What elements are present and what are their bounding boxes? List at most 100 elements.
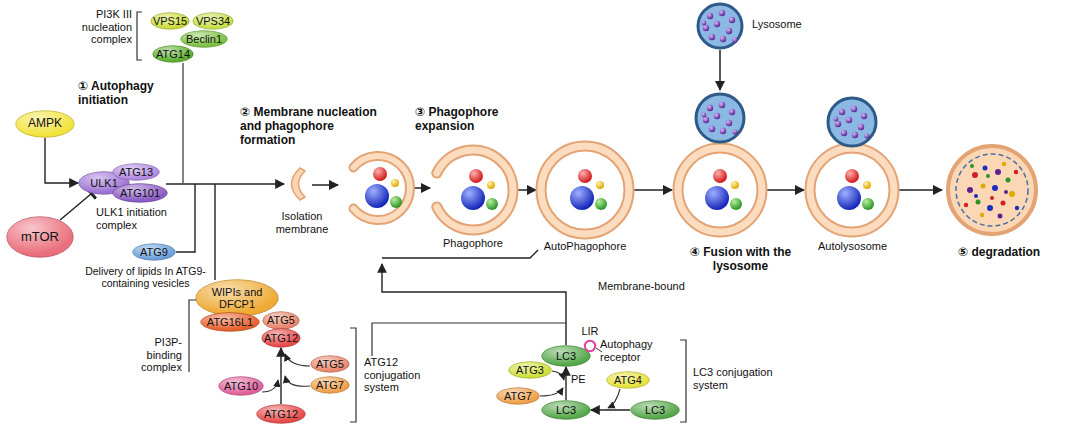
phagophore bbox=[437, 150, 513, 230]
autolysosome bbox=[810, 148, 894, 232]
node-text: LIR bbox=[576, 325, 604, 337]
autophagosome bbox=[570, 169, 607, 210]
degraded-autolysosome bbox=[972, 172, 978, 178]
node-shape bbox=[509, 362, 551, 378]
phagophore bbox=[437, 150, 513, 230]
stage-title: ② Membrane nucleation and phagophore for… bbox=[240, 106, 380, 147]
protein-ellipse: ATG5 bbox=[262, 311, 300, 330]
initiation-main-line bbox=[166, 183, 284, 184]
node-shape bbox=[607, 372, 649, 388]
node-text: ATG5 bbox=[262, 314, 300, 326]
atg12-bracket bbox=[350, 323, 566, 422]
node-text: ATG101 bbox=[112, 187, 168, 199]
protein-ellipse: ATG14 bbox=[152, 45, 194, 63]
fusing-autophagosome bbox=[678, 148, 762, 232]
node-text: VPS15 bbox=[150, 15, 190, 27]
node-text: ATG7 bbox=[310, 379, 350, 391]
node-text: ATG14 bbox=[152, 48, 194, 60]
degraded-autolysosome bbox=[981, 184, 986, 189]
protein-ellipse: ATG7 bbox=[496, 387, 540, 405]
lysosome bbox=[698, 4, 742, 48]
degraded-autolysosome bbox=[995, 169, 1001, 175]
protein-ellipse: AMPK bbox=[15, 110, 75, 138]
complex-label: ULK1 initiation complex bbox=[96, 206, 182, 231]
autolysosome bbox=[837, 169, 874, 210]
node-text: ATG5 bbox=[310, 358, 350, 370]
node-shape bbox=[151, 13, 189, 29]
node-highlight bbox=[607, 372, 649, 388]
lc3-bracket bbox=[680, 340, 686, 422]
node-shape bbox=[542, 401, 590, 419]
protein-ellipse: ATG10 bbox=[218, 376, 264, 396]
node-text: ATG4 bbox=[606, 374, 650, 386]
node-shape bbox=[16, 111, 74, 137]
protein-ellipse: LC3 bbox=[630, 400, 680, 420]
note-label: Membrane-bound bbox=[598, 280, 698, 293]
atg12-bracket bbox=[372, 323, 566, 356]
stage-arrow bbox=[312, 184, 338, 186]
stage-arrow bbox=[766, 189, 804, 191]
node-text: LC3 bbox=[541, 350, 591, 362]
node-text: mTOR bbox=[6, 230, 74, 244]
note-label: Delivery of lipids In ATG9-containing ve… bbox=[78, 265, 213, 289]
motif-circle: LIR bbox=[584, 340, 596, 352]
pi3k-bracket bbox=[137, 12, 183, 183]
node-shape bbox=[497, 388, 539, 404]
node-text: Beclin1 bbox=[180, 33, 228, 45]
protein-ellipse: ATG12 bbox=[256, 404, 306, 424]
degraded-autolysosome bbox=[1015, 206, 1019, 210]
conjugation-hooks bbox=[552, 371, 564, 380]
node-shape bbox=[113, 184, 167, 202]
note-label: Autophagy receptor bbox=[600, 338, 670, 363]
node-highlight bbox=[181, 31, 227, 47]
autolysosome bbox=[828, 98, 876, 146]
degraded-autolysosome bbox=[1001, 201, 1006, 206]
molecule-label: PE bbox=[571, 373, 595, 386]
node-shape bbox=[193, 13, 233, 29]
node-highlight bbox=[509, 362, 551, 378]
conjugation-hooks bbox=[285, 376, 310, 386]
protein-ellipse: mTOR bbox=[6, 216, 74, 258]
node-shape bbox=[201, 313, 259, 331]
node-highlight bbox=[113, 164, 159, 180]
complex-label: PI3K III nucleation complex bbox=[72, 8, 132, 46]
structure-label: AutoPhagophore bbox=[540, 240, 630, 253]
protein-ellipse: ATG9 bbox=[132, 243, 176, 261]
complex-label: PI3P- binding complex bbox=[128, 336, 182, 374]
inhibition-line bbox=[60, 194, 91, 221]
degraded-autolysosome bbox=[974, 194, 978, 198]
lc3-to-phagophore-line bbox=[382, 264, 566, 345]
conjugation-hooks bbox=[608, 389, 620, 408]
structure-label: Isolation membrane bbox=[262, 210, 342, 235]
structure-label: Autolysosome bbox=[805, 240, 900, 253]
pi3p-bracket bbox=[189, 300, 198, 372]
node-shape bbox=[181, 31, 227, 47]
node-shape bbox=[7, 217, 73, 257]
degraded-autolysosome bbox=[987, 205, 993, 211]
stage-arrow bbox=[719, 50, 721, 90]
node-highlight bbox=[113, 184, 167, 202]
stage-title: ① Autophagy initiation bbox=[78, 80, 170, 108]
conjugation-hooks bbox=[262, 380, 278, 392]
atg12-bracket bbox=[350, 328, 356, 422]
lysosome bbox=[698, 4, 742, 48]
degraded-autolysosome bbox=[980, 213, 984, 217]
node-shape bbox=[219, 377, 263, 395]
degraded-autolysosome bbox=[967, 187, 973, 193]
edge-layer bbox=[45, 138, 630, 410]
protein-ellipse: ATG5 bbox=[310, 355, 350, 373]
node-highlight bbox=[311, 377, 349, 393]
node-shape bbox=[153, 46, 193, 62]
node-shape bbox=[196, 280, 278, 316]
degraded-autolysosome bbox=[990, 196, 994, 200]
autolysosome bbox=[834, 106, 870, 139]
degraded-autolysosome bbox=[1002, 162, 1006, 166]
node-text: ATG3 bbox=[508, 364, 552, 376]
node-highlight bbox=[153, 46, 193, 62]
isolation-membrane bbox=[292, 168, 306, 200]
conjugation-arrow bbox=[280, 348, 281, 404]
node-text: ATG10 bbox=[218, 380, 264, 392]
node-text: ATG16L1 bbox=[200, 316, 260, 328]
node-text: LC3 bbox=[630, 404, 680, 416]
